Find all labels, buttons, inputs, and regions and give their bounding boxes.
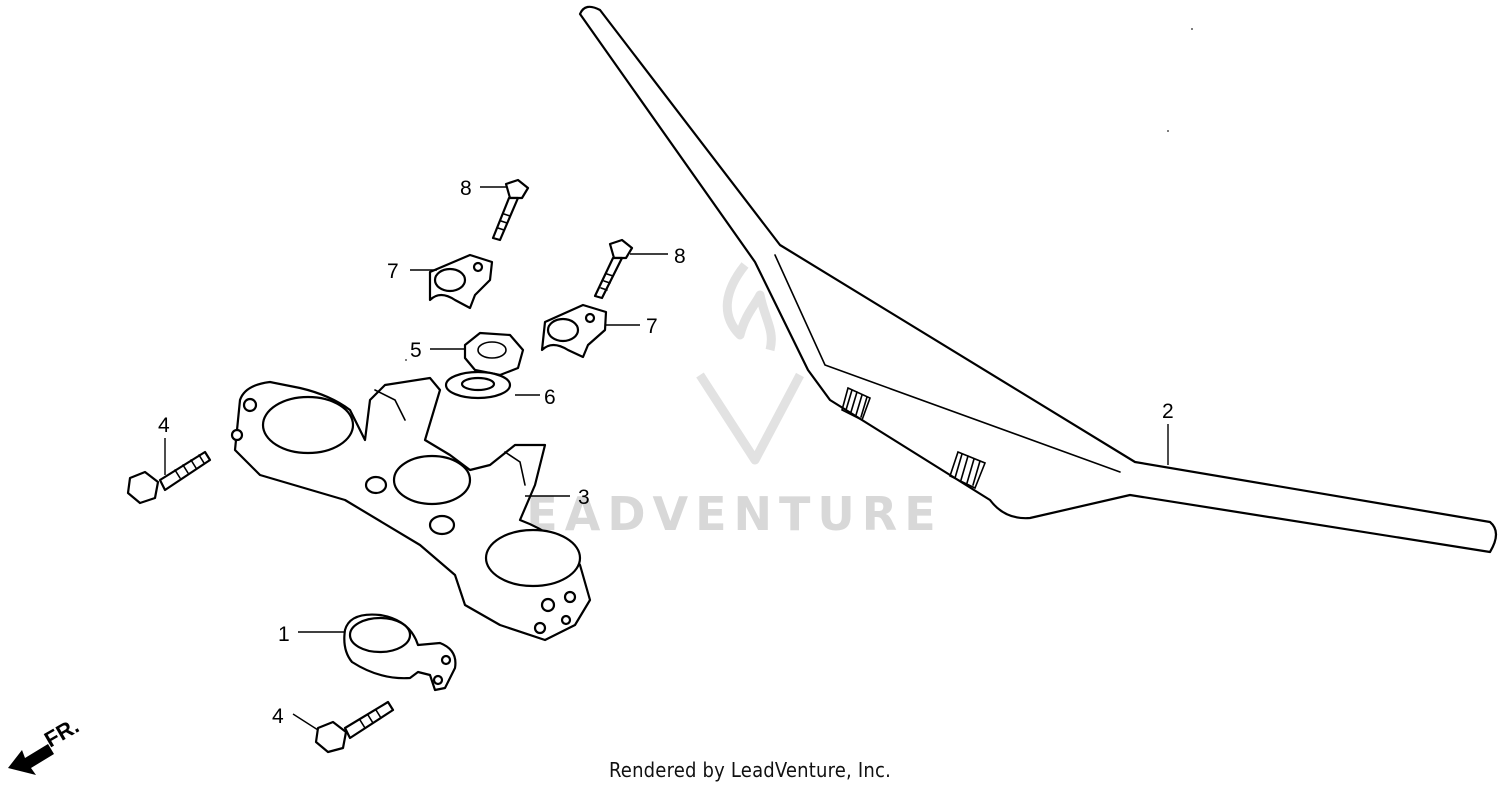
callout-8-left: 8 bbox=[460, 177, 472, 200]
top-bridge-part-3[interactable] bbox=[230, 376, 592, 642]
callout-4-lower: 4 bbox=[272, 705, 284, 728]
callout-6: 6 bbox=[544, 386, 556, 409]
handlebar-part-2[interactable] bbox=[578, 5, 1498, 554]
callout-3: 3 bbox=[578, 486, 590, 509]
callout-7-left: 7 bbox=[387, 260, 399, 283]
callout-5: 5 bbox=[410, 339, 422, 362]
nut-part-5[interactable] bbox=[463, 331, 525, 377]
bolt-part-4-lower[interactable] bbox=[314, 700, 395, 754]
bolt-part-4-upper[interactable] bbox=[126, 450, 212, 505]
upper-holder-part-7-right[interactable] bbox=[540, 303, 608, 359]
callout-4-upper: 4 bbox=[158, 414, 170, 437]
leader-lines bbox=[164, 186, 1169, 731]
bolt-part-8-right[interactable] bbox=[593, 238, 634, 300]
dot-mark bbox=[1191, 28, 1193, 30]
watermark-logo bbox=[696, 262, 804, 465]
upper-holder-part-7-left[interactable] bbox=[428, 253, 494, 310]
dot-mark bbox=[405, 359, 407, 361]
credit-line: Rendered by LeadVenture, Inc. bbox=[609, 758, 891, 782]
front-arrow-icon bbox=[8, 744, 54, 775]
watermark-text: LEADVENTURE bbox=[490, 487, 943, 541]
callout-7-right: 7 bbox=[646, 315, 658, 338]
bolt-part-8-left[interactable] bbox=[491, 178, 530, 242]
callout-1: 1 bbox=[278, 623, 290, 646]
holder-part-1[interactable] bbox=[343, 613, 457, 692]
callout-8-right: 8 bbox=[674, 245, 686, 268]
callout-2: 2 bbox=[1162, 400, 1174, 423]
dot-mark bbox=[1167, 130, 1169, 132]
washer-part-6[interactable] bbox=[444, 370, 512, 400]
